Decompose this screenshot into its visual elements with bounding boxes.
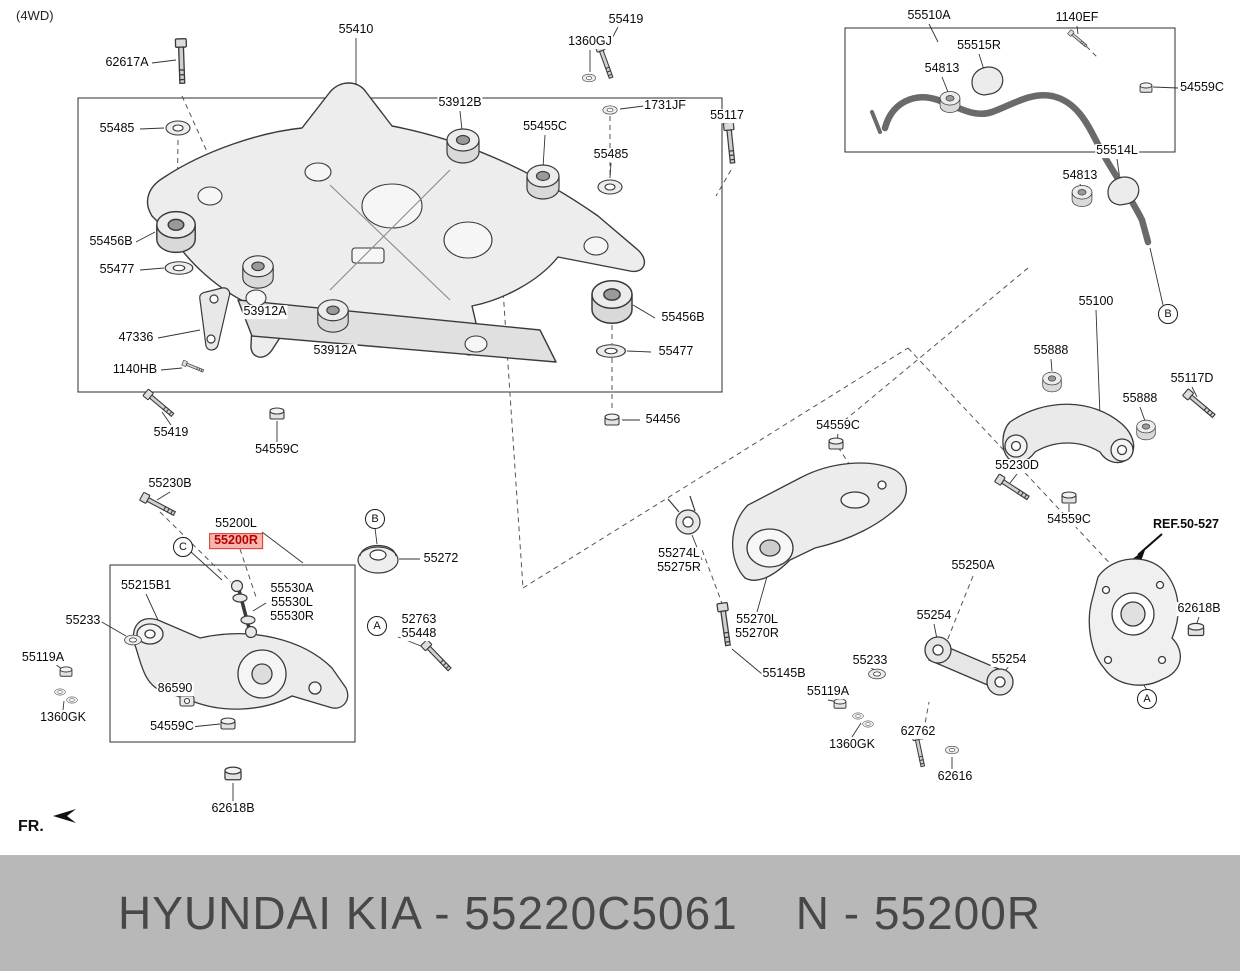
- part-label-62762-45[interactable]: 62762: [899, 724, 937, 739]
- view-marker-a-4[interactable]: A: [1137, 689, 1157, 709]
- fr-direction-indicator: FR.: [18, 806, 88, 842]
- part-label-55419-3[interactable]: 55419: [607, 12, 645, 27]
- part-label-55456b-10[interactable]: 55456B: [88, 234, 134, 249]
- part-label-55456b-18[interactable]: 55456B: [660, 310, 706, 325]
- part-label-55230b-50[interactable]: 55230B: [147, 476, 193, 491]
- label-layer: 62617A 55410 1360GJ 55419 53912B 55455C 1731JF…: [20, 8, 1225, 816]
- part-label-ref-50-527-34[interactable]: REF.50-527: [1151, 517, 1221, 532]
- part-label-55530a-55[interactable]: 55530A: [269, 581, 315, 596]
- part-label-1140hb-15[interactable]: 1140HB: [111, 362, 159, 377]
- part-label-55230d-32[interactable]: 55230D: [994, 458, 1040, 473]
- part-label-55233-58[interactable]: 55233: [64, 613, 102, 628]
- part-label-55215b1-54[interactable]: 55215B1: [119, 578, 173, 593]
- part-label-55117-7[interactable]: 55117: [709, 108, 745, 123]
- part-label-1360gk-60[interactable]: 1360GK: [39, 710, 87, 725]
- part-label-55270r-40[interactable]: 55270R: [734, 626, 780, 641]
- part-label-55485-9[interactable]: 55485: [592, 147, 630, 162]
- upper-arm-55100: [1002, 403, 1135, 464]
- part-label-54559c-36[interactable]: 54559C: [815, 418, 861, 433]
- part-label-52763-63[interactable]: 52763: [400, 612, 438, 627]
- bracket-47336: [199, 287, 231, 351]
- spring-pad-55272: [357, 544, 399, 574]
- part-label-55530r-57[interactable]: 55530R: [269, 609, 315, 624]
- part-label-55270l-39[interactable]: 55270L: [735, 612, 779, 627]
- bracket-55514l: [1107, 176, 1140, 206]
- part-label-54559c-25[interactable]: 54559C: [1179, 80, 1225, 95]
- stabilizer-assembly-box: [844, 27, 1176, 153]
- part-label-62618b-35[interactable]: 62618B: [1176, 601, 1222, 616]
- part-label-55888-31[interactable]: 55888: [1121, 391, 1159, 406]
- bracket-86590: [179, 695, 195, 707]
- part-label-55100-28[interactable]: 55100: [1077, 294, 1115, 309]
- knuckle-drawing: [1088, 558, 1181, 686]
- part-label-55254-48[interactable]: 55254: [915, 608, 953, 623]
- assist-link-55250a: [924, 636, 1014, 696]
- part-label-55119a-43[interactable]: 55119A: [805, 684, 851, 699]
- part-label-55477-19[interactable]: 55477: [657, 344, 695, 359]
- part-label-55485-8[interactable]: 55485: [98, 121, 136, 136]
- part-label-55145b-41[interactable]: 55145B: [761, 666, 807, 681]
- lower-arm-assembly-box: [109, 564, 356, 743]
- part-label-55117d-30[interactable]: 55117D: [1169, 371, 1215, 386]
- part-label-1360gk-44[interactable]: 1360GK: [828, 737, 876, 752]
- part-label-55275r-38[interactable]: 55275R: [656, 560, 702, 575]
- view-marker-c-1[interactable]: C: [173, 537, 193, 557]
- part-label-54559c-17[interactable]: 54559C: [254, 442, 300, 457]
- part-label-54456-20[interactable]: 54456: [644, 412, 682, 427]
- footer-part-code: HYUNDAI KIA - 55220C5061: [118, 887, 738, 939]
- part-label-1140ef-24[interactable]: 1140EF: [1054, 10, 1100, 25]
- part-label-55410-1[interactable]: 55410: [337, 22, 375, 37]
- drive-type-note: (4WD): [16, 8, 54, 23]
- diagram-canvas: [51, 23, 1218, 801]
- part-label-55455c-5[interactable]: 55455C: [522, 119, 568, 134]
- part-label-55515r-22[interactable]: 55515R: [956, 38, 1002, 53]
- part-label-1731jf-6[interactable]: 1731JF: [643, 98, 687, 113]
- part-label-62618b-65[interactable]: 62618B: [210, 801, 256, 816]
- stabilizer-link-55530: [230, 579, 258, 639]
- trailing-arm-55270: [731, 462, 907, 581]
- part-label-62616-46[interactable]: 62616: [936, 769, 974, 784]
- part-label-55233-42[interactable]: 55233: [851, 653, 889, 668]
- footer-bar: HYUNDAI KIA - 55220C5061 N - 55200R: [0, 855, 1240, 971]
- part-label-86590-61[interactable]: 86590: [156, 681, 194, 696]
- part-label-55250a-47[interactable]: 55250A: [950, 558, 996, 573]
- view-marker-b-3[interactable]: B: [1158, 304, 1178, 324]
- part-label-55274l-37[interactable]: 55274L: [657, 546, 701, 561]
- part-label-55119a-59[interactable]: 55119A: [20, 650, 66, 665]
- part-label-55254-49[interactable]: 55254: [990, 652, 1028, 667]
- part-label-53912a-12[interactable]: 53912A: [242, 304, 288, 319]
- part-label-54559c-62[interactable]: 54559C: [149, 719, 195, 734]
- subframe-assembly-box: [77, 97, 723, 393]
- fr-label: FR.: [18, 818, 44, 835]
- subframe-details: [197, 162, 609, 353]
- footer-part-ref: N - 55200R: [795, 887, 1041, 939]
- fr-direction-arrow-icon: [53, 809, 76, 823]
- part-label-62617a-0[interactable]: 62617A: [104, 55, 150, 70]
- part-label-54559c-33[interactable]: 54559C: [1046, 512, 1092, 527]
- part-label-55530l-56[interactable]: 55530L: [270, 595, 314, 610]
- view-marker-b-0[interactable]: B: [365, 509, 385, 529]
- part-label-47336-14[interactable]: 47336: [117, 330, 155, 345]
- view-marker-a-2[interactable]: A: [367, 616, 387, 636]
- bracket-55274: [667, 495, 701, 535]
- part-label-54813-27[interactable]: 54813: [1061, 168, 1099, 183]
- part-label-55200l-51[interactable]: 55200L: [214, 516, 258, 531]
- part-label-55514l-26[interactable]: 55514L: [1095, 143, 1139, 158]
- stabilizer-bar-drawing: [870, 92, 1152, 246]
- part-label-55448-64[interactable]: 55448: [400, 626, 438, 641]
- bracket-55515r: [971, 66, 1004, 96]
- part-label-54813-23[interactable]: 54813: [923, 61, 961, 76]
- part-label-1360gj-2[interactable]: 1360GJ: [567, 34, 613, 49]
- part-label-55888-29[interactable]: 55888: [1032, 343, 1070, 358]
- exploded-diagram-area: 62617A 55410 1360GJ 55419 53912B 55455C 1731JF…: [16, 8, 1225, 842]
- part-label-53912a-13[interactable]: 53912A: [312, 343, 358, 358]
- part-label-55419-16[interactable]: 55419: [152, 425, 190, 440]
- part-label-55477-11[interactable]: 55477: [98, 262, 136, 277]
- part-label-55272-53[interactable]: 55272: [422, 551, 460, 566]
- part-label-55510a-21[interactable]: 55510A: [906, 8, 952, 23]
- part-label-55200r-52[interactable]: 55200R: [209, 533, 263, 549]
- part-label-53912b-4[interactable]: 53912B: [437, 95, 483, 110]
